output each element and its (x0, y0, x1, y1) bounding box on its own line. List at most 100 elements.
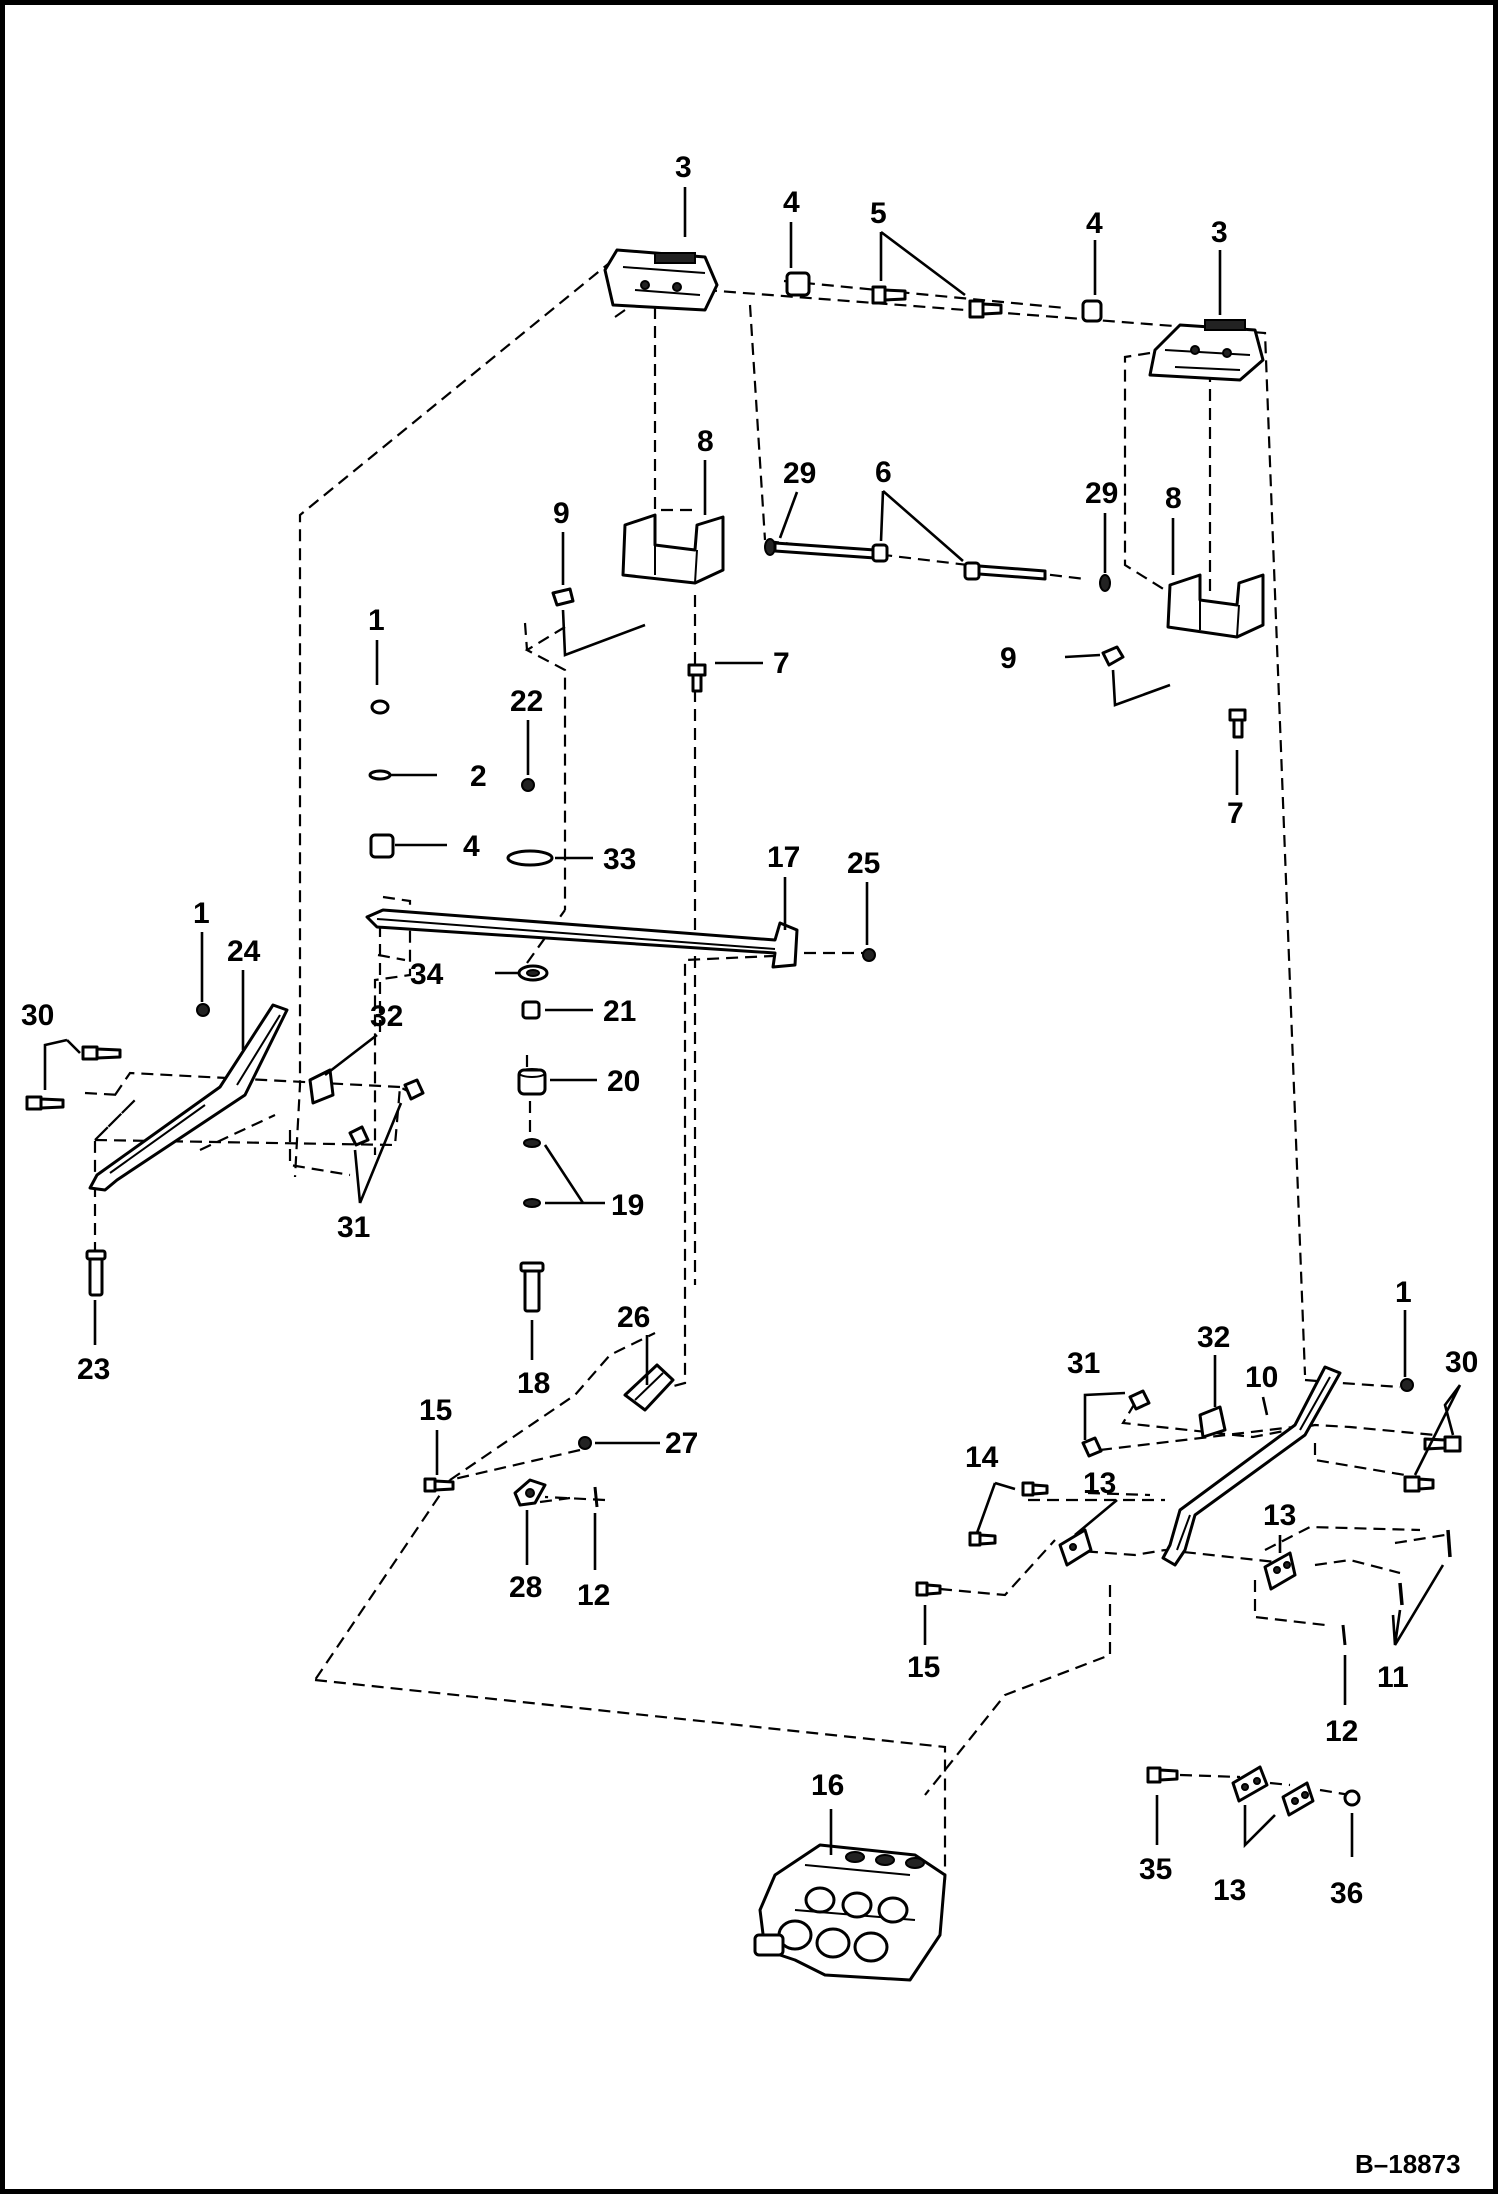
callout-24: 24 (227, 935, 261, 968)
assembly-dashed-lines (84, 259, 1446, 1880)
part-bolt-7-right (1228, 708, 1247, 739)
callout-34: 34 (410, 958, 444, 991)
part-nut-27 (578, 1436, 592, 1450)
part-bolt-30-right-lower (1403, 1475, 1435, 1493)
callout-33: 33 (603, 843, 636, 876)
part-bolt-35 (1146, 1766, 1179, 1784)
callout-22: 22 (510, 685, 543, 718)
callout-labels: 3 4 5 4 3 29 6 29 8 8 9 9 7 7 1 2 22 4 3… (21, 151, 1478, 1910)
callout-4-mid: 4 (463, 830, 480, 863)
part-pin-14-upper (1021, 1481, 1049, 1497)
part-rod-17 (365, 908, 799, 969)
callout-8-right: 8 (1165, 482, 1182, 515)
part-pin-6-right (963, 561, 1047, 581)
callout-8-left: 8 (697, 425, 714, 458)
part-channel-8-right (1166, 573, 1265, 639)
callout-4-top-right: 4 (1086, 207, 1103, 240)
part-nut-1-left (196, 1003, 210, 1017)
part-nut-25 (862, 948, 876, 962)
callout-28: 28 (509, 1571, 542, 1604)
part-cotter-pin-12-right (1341, 1624, 1347, 1646)
part-control-valve-16 (753, 1843, 947, 1982)
callout-9-left: 9 (553, 497, 570, 530)
callout-18: 18 (517, 1367, 550, 1400)
part-link-13-right (1263, 1551, 1297, 1591)
part-nut-31-left-lower (348, 1125, 370, 1147)
callout-31-left: 31 (337, 1211, 370, 1244)
part-bolt-5-left (871, 285, 907, 305)
part-nut-22 (521, 778, 535, 792)
exploded-parts-diagram: 3 4 5 4 3 29 6 29 8 8 9 9 7 7 1 2 22 4 3… (21, 151, 1478, 2179)
callout-5: 5 (870, 197, 887, 230)
callout-29-left: 29 (783, 457, 816, 490)
part-link-13-bottom-right (1281, 1781, 1315, 1817)
part-bushing-4-top-right (1081, 299, 1103, 323)
callout-32-right: 32 (1197, 1321, 1230, 1354)
callout-12-left: 12 (577, 1579, 610, 1612)
part-bracket-3-left (603, 248, 719, 318)
part-bolt-5-right (968, 299, 1003, 319)
part-clevis-28 (513, 1478, 547, 1507)
callout-7-right: 7 (1227, 797, 1244, 830)
callout-3-right: 3 (1211, 216, 1228, 249)
part-plate-32-right (1198, 1405, 1227, 1439)
callout-11: 11 (1377, 1661, 1409, 1694)
callout-30-right: 30 (1445, 1346, 1478, 1379)
part-pin-6-left (773, 541, 889, 563)
part-lever-24 (88, 1003, 289, 1192)
part-washer-34 (517, 964, 549, 982)
callout-14: 14 (965, 1441, 999, 1474)
part-spacer-21 (521, 1000, 541, 1020)
part-bolt-30-left-lower (25, 1095, 65, 1111)
callout-3-left: 3 (675, 151, 692, 184)
callout-15-right: 15 (907, 1651, 940, 1684)
callout-13-left: 13 (1083, 1467, 1116, 1500)
part-washer-2 (368, 769, 392, 781)
part-nut-1-right (1400, 1378, 1414, 1392)
callout-35: 35 (1139, 1853, 1172, 1886)
part-bracket-3-right (1148, 319, 1265, 382)
callout-31-right: 31 (1067, 1347, 1100, 1380)
part-nut-31-left-upper (403, 1078, 425, 1101)
callout-6: 6 (875, 456, 892, 489)
callout-21: 21 (603, 995, 636, 1028)
callout-1-right: 1 (1395, 1276, 1412, 1309)
part-cotter-pin-11-lower (1398, 1582, 1404, 1606)
part-link-13-bottom-left (1231, 1765, 1269, 1803)
callout-2: 2 (470, 760, 487, 793)
callout-12-right: 12 (1325, 1715, 1358, 1748)
callout-19: 19 (611, 1189, 644, 1222)
part-cotter-pin-12-left (593, 1486, 599, 1508)
callout-17: 17 (767, 841, 800, 874)
callout-26: 26 (617, 1301, 650, 1334)
callout-29-right: 29 (1085, 477, 1118, 510)
callout-27: 27 (665, 1427, 698, 1460)
part-nut-36 (1343, 1789, 1361, 1807)
part-nut-9-right (1101, 645, 1125, 667)
part-pin-15-right (915, 1581, 942, 1597)
callout-30-left: 30 (21, 999, 54, 1032)
part-washer-19-lower (523, 1198, 541, 1208)
part-washer-19-upper (523, 1138, 541, 1148)
part-pin-15-left (423, 1477, 455, 1493)
part-lever-10 (1161, 1365, 1342, 1567)
callout-13-bottom: 13 (1213, 1874, 1246, 1907)
part-cotter-pin-11-upper (1446, 1529, 1452, 1558)
part-nut-9-left (551, 587, 575, 607)
callout-1-left: 1 (193, 897, 210, 930)
part-bushing-20 (517, 1068, 547, 1096)
callout-23: 23 (77, 1353, 110, 1386)
part-clip-29-right (1099, 574, 1111, 592)
part-yoke-26 (623, 1363, 675, 1412)
callout-9-right: 9 (1000, 642, 1017, 675)
leader-lines (43, 187, 1462, 1857)
part-washer-33 (506, 849, 554, 867)
part-nut-31-right-upper (1128, 1389, 1151, 1411)
part-bolt-18 (519, 1261, 545, 1313)
part-channel-8-left (621, 513, 725, 585)
callout-15-left: 15 (419, 1394, 452, 1427)
parts (25, 248, 1462, 1982)
part-bushing-4-mid (369, 833, 395, 859)
drawing-number: B–18873 (1355, 2149, 1461, 2179)
